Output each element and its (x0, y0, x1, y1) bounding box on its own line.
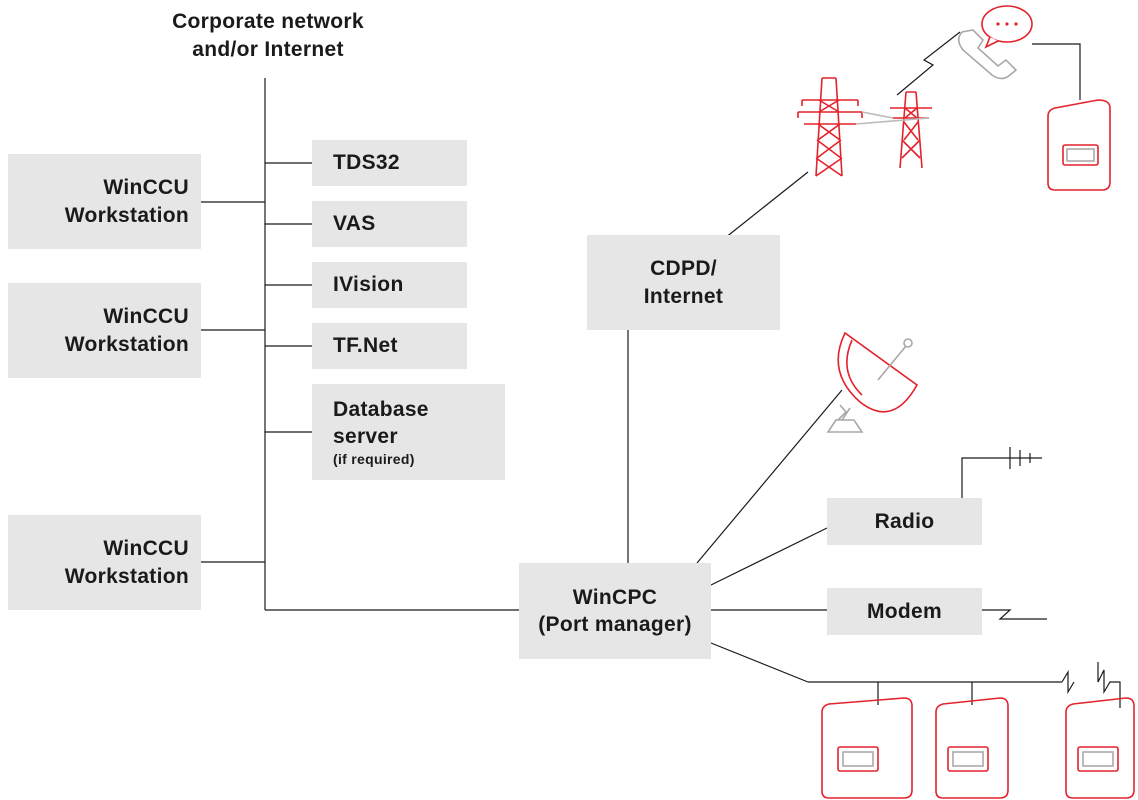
field-device-icon (1065, 697, 1135, 799)
satellite-link (696, 389, 843, 564)
tfnet-box: TF.Net (312, 323, 467, 369)
field-device-icon (821, 697, 913, 799)
modem-box: Modem (827, 588, 982, 635)
wincpc-port-manager-box: WinCPC (Port manager) (519, 563, 711, 659)
workstation-box: WinCCU Workstation (8, 283, 201, 378)
transmission-tower-icon (797, 77, 932, 177)
network-title: Corporate network and/or Internet (172, 10, 364, 62)
database-server-box: Database server (if required) (312, 384, 505, 480)
workstation-box: WinCCU Workstation (8, 515, 201, 610)
phone-device-link (1032, 43, 1081, 100)
satellite-dish-icon (826, 331, 919, 433)
cdpd-tower-link (724, 171, 809, 239)
ivision-box: IVision (312, 262, 467, 308)
radio-link (710, 527, 828, 586)
vas-box: VAS (312, 201, 467, 247)
line-break-icon (1061, 669, 1075, 695)
chat-bubble-icon (981, 5, 1033, 49)
tds32-box: TDS32 (312, 140, 467, 186)
field-device-icon (1047, 99, 1111, 191)
workstation-box: WinCCU Workstation (8, 154, 201, 249)
field-device-icon (935, 697, 1009, 799)
radio-box: Radio (827, 498, 982, 545)
telephone-icon (957, 29, 1018, 80)
modem-line (982, 609, 1047, 620)
radio-antenna-line (961, 457, 1042, 498)
wireless-signal-line (896, 31, 961, 96)
device-bus-link (710, 642, 809, 683)
cdpd-internet-box: CDPD/ Internet (587, 235, 780, 330)
